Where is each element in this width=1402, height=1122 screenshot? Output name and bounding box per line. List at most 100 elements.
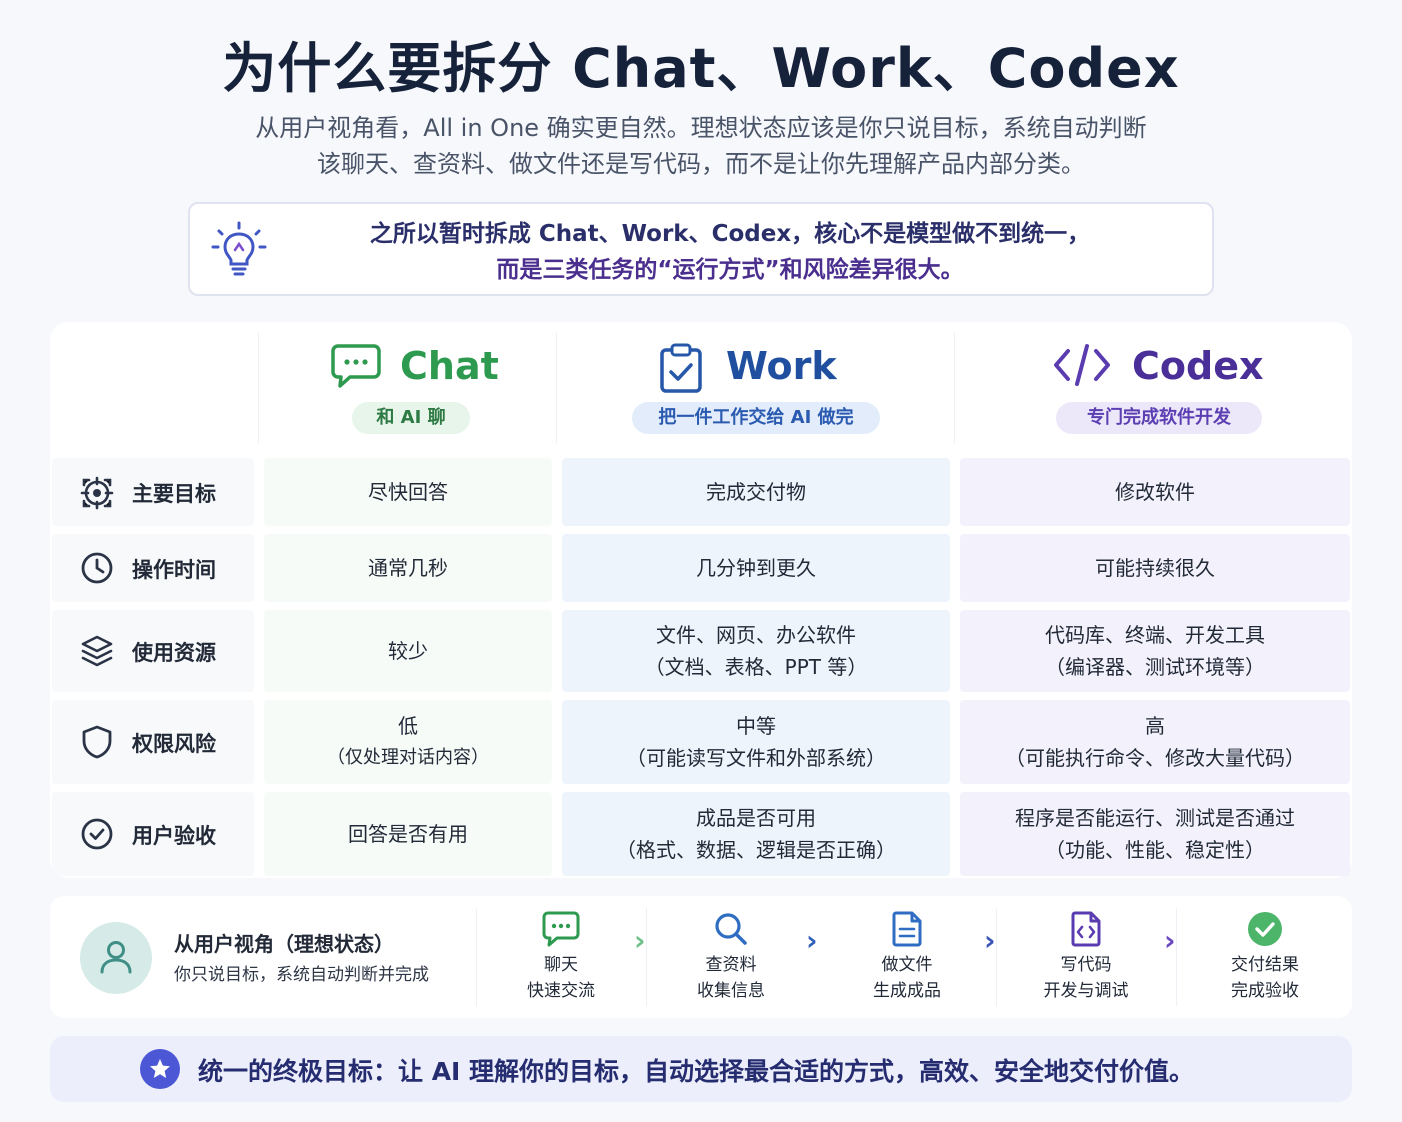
flow-step-deliver: 交付结果 完成验收 xyxy=(1190,910,1340,1004)
star-badge xyxy=(140,1049,180,1089)
chat-bubble-icon xyxy=(331,344,381,388)
cell-line: 较少 xyxy=(388,639,428,663)
flow-step-label: 交付结果 xyxy=(1231,955,1299,975)
cell-line: （仅处理对话内容） xyxy=(327,747,489,768)
flow-arrow: › xyxy=(1164,924,1176,957)
column-tag-chat: 和 AI 聊 xyxy=(352,402,470,434)
column-divider xyxy=(258,332,259,444)
avatar xyxy=(80,922,152,994)
flow-step-document: 做文件 生成成品 xyxy=(832,910,982,1004)
row-label-time: 操作时间 xyxy=(52,534,254,602)
row-label-acceptance: 用户验收 xyxy=(52,792,254,876)
cell-chat-goal: 尽快回答 xyxy=(264,458,552,526)
cell-line: 代码库、终端、开发工具 xyxy=(1045,623,1265,647)
cell-work-resources: 文件、网页、办公软件 （文档、表格、PPT 等） xyxy=(562,610,950,692)
row-label-text: 主要目标 xyxy=(132,482,216,506)
cell-line: 完成交付物 xyxy=(706,480,806,504)
flow-divider xyxy=(646,908,647,1006)
column-tag-work: 把一件工作交给 AI 做完 xyxy=(632,402,880,434)
flow-step-label: 查资料 xyxy=(705,955,757,975)
cell-line: 修改软件 xyxy=(1115,480,1195,504)
row-label-text: 用户验收 xyxy=(132,824,216,848)
column-title-codex: Codex xyxy=(1132,344,1264,388)
code-file-icon xyxy=(1071,911,1101,947)
check-circle-icon xyxy=(81,818,113,850)
cell-chat-time: 通常几秒 xyxy=(264,534,552,602)
flow-step-desc: 生成成品 xyxy=(873,981,941,1001)
row-label-text: 使用资源 xyxy=(132,641,216,665)
flow-divider xyxy=(996,908,997,1006)
cell-codex-risk: 高 （可能执行命令、修改大量代码） xyxy=(960,700,1350,784)
cell-chat-resources: 较少 xyxy=(264,610,552,692)
cell-codex-time: 可能持续很久 xyxy=(960,534,1350,602)
cell-chat-acceptance: 回答是否有用 xyxy=(264,792,552,876)
cell-codex-goal: 修改软件 xyxy=(960,458,1350,526)
flow-step-desc: 收集信息 xyxy=(697,981,765,1001)
clock-icon xyxy=(81,552,113,584)
column-tag-codex: 专门完成软件开发 xyxy=(1056,402,1262,434)
flow-divider xyxy=(476,908,477,1006)
callout-line-2: 而是三类任务的“运行方式”和风险差异很大。 xyxy=(496,257,964,283)
clipboard-check-icon xyxy=(660,343,702,393)
flow-subtitle: 你只说目标，系统自动判断并完成 xyxy=(174,965,429,985)
flow-arrow: › xyxy=(806,924,818,957)
cell-line: 通常几秒 xyxy=(368,556,448,580)
cell-line: 中等 xyxy=(736,714,776,738)
column-divider xyxy=(954,332,955,444)
flow-arrow: › xyxy=(634,924,646,957)
user-icon xyxy=(100,941,132,974)
document-icon xyxy=(892,911,922,947)
cell-line: （可能读写文件和外部系统） xyxy=(626,746,886,770)
subtitle-line: 该聊天、查资料、做文件还是写代码，而不是让你先理解产品内部分类。 xyxy=(317,150,1085,178)
layers-icon xyxy=(81,635,113,667)
target-icon xyxy=(80,476,114,510)
cell-line: 回答是否有用 xyxy=(348,822,468,846)
user-flow-panel: 从用户视角（理想状态） 你只说目标，系统自动判断并完成 聊天 快速交流 › 查资… xyxy=(50,896,1352,1018)
cell-codex-resources: 代码库、终端、开发工具 （编译器、测试环境等） xyxy=(960,610,1350,692)
subtitle-line: 从用户视角看，All in One 确实更自然。理想状态应该是你只说目标，系统自… xyxy=(255,114,1147,142)
cell-work-goal: 完成交付物 xyxy=(562,458,950,526)
flow-title: 从用户视角（理想状态） xyxy=(174,932,394,956)
column-header-chat: Chat 和 AI 聊 xyxy=(264,322,552,450)
cell-line: 文件、网页、办公软件 xyxy=(656,623,856,647)
row-label-text: 操作时间 xyxy=(132,558,216,582)
cell-line: （功能、性能、稳定性） xyxy=(1045,838,1265,862)
cell-line: 几分钟到更久 xyxy=(696,556,816,580)
star-icon xyxy=(150,1059,170,1078)
callout-text: 之所以暂时拆成 Chat、Work、Codex，核心不是模型做不到统一， 而是三… xyxy=(270,216,1190,288)
flow-step-code: 写代码 开发与调试 xyxy=(1011,910,1161,1004)
cell-line: 高 xyxy=(1145,714,1165,738)
flow-step-label: 聊天 xyxy=(544,955,578,975)
search-icon xyxy=(715,913,747,945)
flow-step-research: 查资料 收集信息 xyxy=(656,910,806,1004)
column-header-work: Work 把一件工作交给 AI 做完 xyxy=(562,322,950,450)
cell-line: 可能持续很久 xyxy=(1095,556,1215,580)
check-badge-icon xyxy=(1248,912,1282,946)
cell-work-risk: 中等 （可能读写文件和外部系统） xyxy=(562,700,950,784)
cell-line: （可能执行命令、修改大量代码） xyxy=(1005,746,1305,770)
cell-codex-acceptance: 程序是否能运行、测试是否通过 （功能、性能、稳定性） xyxy=(960,792,1350,876)
comparison-table: Chat 和 AI 聊 Work 把一件工作交给 AI 做完 Codex 专门完… xyxy=(50,322,1352,878)
column-divider xyxy=(556,332,557,444)
column-header-codex: Codex 专门完成软件开发 xyxy=(960,322,1350,450)
key-insight-callout: 之所以暂时拆成 Chat、Work、Codex，核心不是模型做不到统一， 而是三… xyxy=(188,202,1214,296)
page-subtitle: 从用户视角看，All in One 确实更自然。理想状态应该是你只说目标，系统自… xyxy=(200,110,1202,182)
flow-step-chat: 聊天 快速交流 xyxy=(486,910,636,1004)
ultimate-goal-text: 统一的终极目标：让 AI 理解你的目标，自动选择最合适的方式，高效、安全地交付价… xyxy=(198,1057,1195,1086)
code-brackets-icon xyxy=(1054,344,1110,386)
cell-line: （文档、表格、PPT 等） xyxy=(644,655,868,679)
cell-work-time: 几分钟到更久 xyxy=(562,534,950,602)
flow-step-label: 做文件 xyxy=(881,955,933,975)
flow-divider xyxy=(1176,908,1177,1006)
column-title-work: Work xyxy=(726,344,837,388)
cell-line: （格式、数据、逻辑是否正确） xyxy=(616,838,896,862)
cell-line: 低 xyxy=(398,714,418,738)
flow-step-desc: 完成验收 xyxy=(1231,981,1299,1001)
column-title-chat: Chat xyxy=(400,344,499,388)
chat-icon xyxy=(542,911,580,947)
cell-line: 尽快回答 xyxy=(368,480,448,504)
cell-chat-risk: 低 （仅处理对话内容） xyxy=(264,700,552,784)
lightbulb-icon xyxy=(211,221,267,276)
row-label-resources: 使用资源 xyxy=(52,610,254,692)
row-label-risk: 权限风险 xyxy=(52,700,254,784)
